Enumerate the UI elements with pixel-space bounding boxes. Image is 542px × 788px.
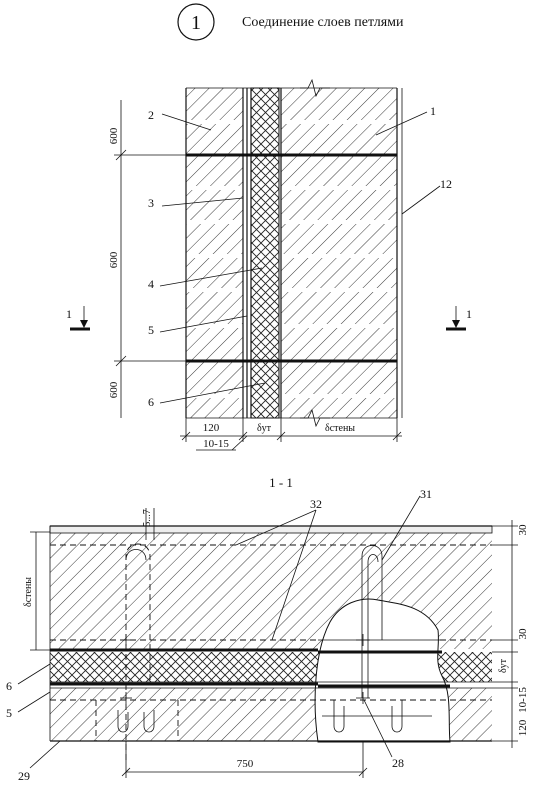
elevation-dim-120: 120: [203, 422, 220, 434]
elevation-callout-4: 4: [148, 277, 154, 291]
elevation-row-dim-3: 600: [108, 381, 120, 398]
detail-badge: [177, 3, 215, 41]
section-title: 1 - 1: [269, 475, 293, 490]
inner-brick-layer: [281, 88, 397, 418]
elevation-dim-wall: δстены: [325, 423, 355, 434]
section-dim-wall: δстены: [23, 577, 34, 607]
section-dim-gap: 10-15: [517, 687, 529, 713]
drawing-title: Соединение слоев петлями: [242, 15, 404, 30]
section-callout-29: 29: [18, 769, 30, 783]
section-callout-28: 28: [392, 756, 404, 770]
section-mark-right: 1: [446, 306, 472, 331]
elevation-dim-insulation: δут: [257, 423, 272, 434]
elevation-callout-3: 3: [148, 196, 154, 210]
section-callout-31: 31: [420, 487, 432, 501]
section-dim-120: 120: [517, 719, 529, 736]
section-cutout: [314, 598, 451, 743]
section-dim-30-mid: 30: [517, 628, 529, 640]
elevation-callout-6: 6: [148, 395, 154, 409]
svg-text:1: 1: [466, 307, 472, 321]
svg-text:1: 1: [66, 307, 72, 321]
section-view: 30 30 δут 10-15 120 δстены 5...7 32 31 6…: [6, 487, 529, 783]
elevation-callout-1: 1: [430, 104, 436, 118]
detail-badge-number: 1: [191, 12, 201, 34]
section-dim-750: 750: [237, 758, 254, 770]
elevation-view: 600 600 600 2 1 3 12 4 5 6 1 1: [66, 78, 472, 451]
section-callout-32: 32: [310, 497, 322, 511]
elevation-row-dim-2: 600: [108, 251, 120, 268]
elevation-callout-2: 2: [148, 108, 154, 122]
section-callout-5: 5: [6, 706, 12, 720]
outer-brick-layer: [186, 88, 243, 418]
section-mark-left: 1: [66, 306, 90, 331]
elevation-callout-5: 5: [148, 323, 154, 337]
insulation-layer: [250, 87, 280, 419]
section-callout-6: 6: [6, 679, 12, 693]
header: 1 Соединение слоев петлями: [177, 3, 404, 41]
brick-joints: [186, 120, 397, 398]
section-dim-30-top: 30: [517, 524, 529, 536]
elevation-callout-12: 12: [440, 177, 452, 191]
elevation-dim-gap: 10-15: [203, 438, 229, 450]
section-dim-5-7: 5...7: [142, 509, 153, 527]
section-dim-insulation: δут: [498, 658, 509, 673]
elevation-row-dim-1: 600: [108, 127, 120, 144]
